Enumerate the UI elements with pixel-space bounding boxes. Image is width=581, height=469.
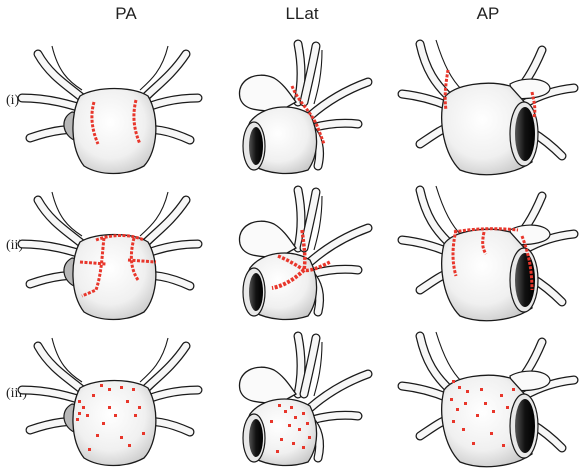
- panel-pa-iii: [22, 338, 198, 466]
- panel-ap-ii: [402, 186, 574, 321]
- panel-llat-i: [239, 44, 368, 173]
- panel-llat-iii: [239, 336, 368, 465]
- panel-ap-iii: [402, 332, 574, 467]
- panel-pa-i: [22, 46, 198, 174]
- panel-pa-ii: [22, 192, 198, 320]
- panel-llat-ii: [239, 190, 368, 319]
- panel-ap-i: [402, 40, 574, 175]
